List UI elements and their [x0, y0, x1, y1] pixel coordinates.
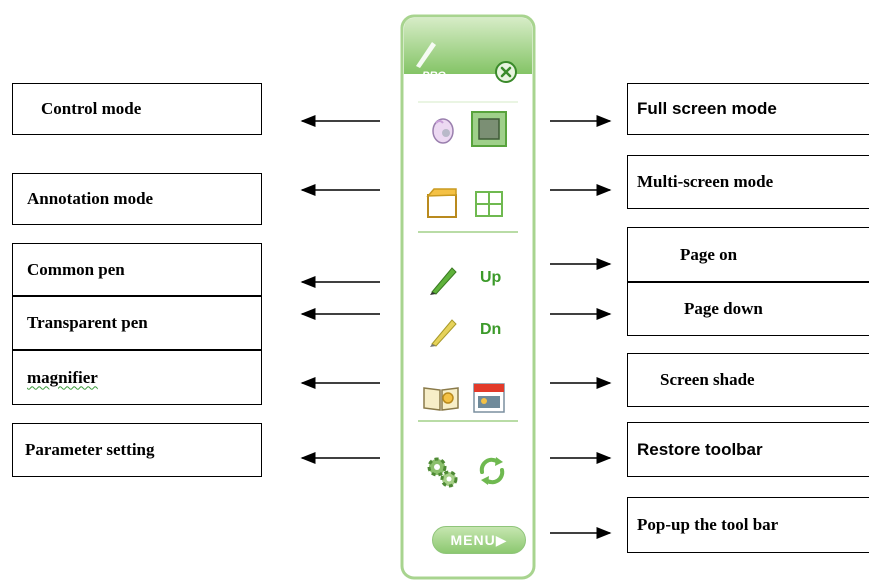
label-full-screen-mode: Full screen mode: [627, 83, 869, 135]
label-multi-screen-mode: Multi-screen mode: [627, 155, 869, 209]
label-page-down: Page down: [627, 282, 869, 336]
screen-shade-icon[interactable]: [472, 382, 506, 414]
transparent-pen-icon[interactable]: [426, 314, 460, 348]
label-common-pen: Common pen: [12, 243, 262, 296]
page-down-label[interactable]: Dn: [480, 321, 502, 338]
menu-button[interactable]: MENU▶: [432, 526, 526, 554]
magnifier-icon[interactable]: [422, 384, 460, 412]
page-up-label[interactable]: Up: [480, 269, 502, 286]
label-popup-toolbar: Pop-up the tool bar: [627, 497, 869, 553]
logo-pen-icon: [416, 42, 436, 68]
label-transparent-pen: Transparent pen: [12, 296, 262, 350]
label-full-screen-mode-text: Full screen mode: [637, 99, 777, 118]
menu-button-label: MENU▶: [450, 531, 508, 548]
label-restore-toolbar-text: Restore toolbar: [637, 439, 763, 459]
label-common-pen-text: Common pen: [27, 259, 125, 279]
annotation-board-icon[interactable]: [424, 186, 460, 220]
gear-icon[interactable]: [424, 454, 460, 490]
label-annotation-mode: Annotation mode: [12, 173, 262, 225]
label-page-on-text: Page on: [680, 244, 738, 264]
logo-text: PRO: [422, 70, 446, 82]
label-page-down-text: Page down: [684, 299, 763, 318]
restore-icon[interactable]: [476, 454, 508, 488]
full-screen-icon[interactable]: [470, 110, 508, 148]
label-transparent-pen-text: Transparent pen: [27, 313, 148, 332]
label-magnifier: magnifier: [12, 350, 262, 405]
floating-toolbar: PRO Up Dn: [400, 14, 536, 581]
label-restore-toolbar: Restore toolbar: [627, 422, 869, 477]
multi-screen-icon[interactable]: [474, 190, 504, 218]
mouse-icon[interactable]: [426, 112, 460, 146]
label-annotation-mode-text: Annotation mode: [27, 189, 154, 208]
label-screen-shade-text: Screen shade: [660, 370, 755, 389]
label-parameter-setting: Parameter setting: [12, 423, 262, 477]
label-magnifier-text: magnifier: [27, 367, 98, 387]
label-parameter-setting-text: Parameter setting: [25, 440, 155, 459]
label-popup-toolbar-text: Pop-up the tool bar: [637, 515, 779, 534]
label-multi-screen-mode-text: Multi-screen mode: [637, 172, 774, 191]
label-control-mode-text: Control mode: [41, 99, 142, 118]
common-pen-icon[interactable]: [426, 262, 460, 296]
close-icon[interactable]: [494, 60, 518, 84]
toolbar-frame: [400, 14, 536, 580]
label-page-on: Page on: [627, 227, 869, 282]
label-control-mode: Control mode: [12, 83, 262, 135]
label-screen-shade: Screen shade: [627, 353, 869, 407]
